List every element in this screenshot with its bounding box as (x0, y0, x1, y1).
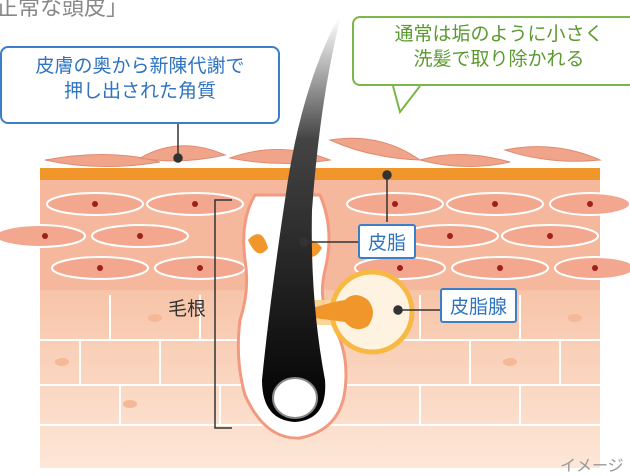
keratin-flakes (44, 137, 602, 168)
hair-root-label: 毛根 (168, 298, 207, 320)
sebaceous-gland (300, 269, 415, 355)
cell-nuclei (42, 201, 598, 271)
image-note: イメージ (560, 456, 624, 475)
page-title: 正常な頭皮」 (0, 0, 129, 21)
callout-line: 通常は垢のように小さく (394, 23, 604, 45)
callout-line: 皮膚の奥から新陳代謝で (35, 55, 245, 77)
removal-callout: 通常は垢のように小さく 洗髪で取り除かれる (352, 16, 630, 86)
callout-line: 洗髪で取り除かれる (413, 48, 585, 70)
callout-pointer (392, 85, 421, 115)
callout-line: 押し出された角質 (63, 80, 216, 102)
hair-papilla (272, 377, 318, 419)
sebaceous-gland-label: 皮脂腺 (440, 288, 518, 323)
epidermis-cells (0, 192, 630, 280)
hair-shaft (262, 18, 340, 422)
sebum-label: 皮脂 (358, 224, 417, 259)
keratin-callout: 皮膚の奥から新陳代謝で 押し出された角質 (0, 46, 280, 124)
leader-lines (173, 120, 440, 429)
